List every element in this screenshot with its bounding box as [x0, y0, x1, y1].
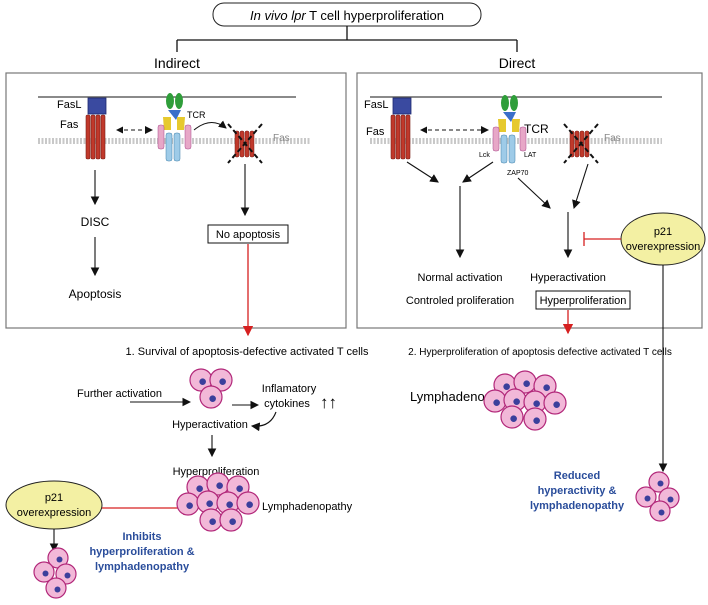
lck-label: Lck [479, 152, 490, 159]
fas-mutant-direct-icon [563, 123, 599, 164]
cell-nucleus [199, 378, 206, 385]
inflammatory-line1: Inflamatory [262, 383, 317, 395]
fas-label-direct: Fas [366, 126, 385, 138]
hyperproliferation-direct-box [535, 290, 631, 310]
cell-nucleus [667, 496, 674, 503]
hyperproliferation-indirect-label: Hyperproliferation [173, 466, 260, 478]
cell-nucleus [543, 384, 550, 391]
heading-indirect: Indirect [154, 55, 200, 71]
fas-mutant-indirect-icon [227, 123, 263, 164]
p21-direct-line1: p21 [654, 226, 672, 238]
lymphadenopathy-indirect-label: Lymphadenopathy [262, 501, 353, 513]
cell-nucleus [644, 495, 651, 502]
tcr-label-indirect: TCR [187, 110, 206, 120]
page-title: In vivo lpr T cell hyperproliferation [250, 8, 444, 23]
fas-label-indirect: Fas [60, 119, 79, 131]
apoptosis-label: Apoptosis [69, 287, 122, 301]
direct-panel [356, 72, 703, 329]
cell-nucleus [219, 378, 226, 385]
hyperactivation-indirect-label: Hyperactivation [172, 419, 248, 431]
cell-nucleus [236, 485, 243, 492]
fasl-label-indirect: FasL [57, 99, 81, 111]
reduced-line3: lymphadenopathy [530, 500, 625, 512]
fas-mutant-label-direct: Fas [604, 133, 621, 144]
fas-mutant-label-indirect: Fas [273, 133, 290, 144]
cell-cluster-reduced [635, 471, 680, 522]
tcr-label-direct: TCR [524, 122, 549, 136]
p21-direct-ellipse [620, 212, 706, 266]
cell-nucleus [206, 500, 213, 507]
zap70-label: ZAP70 [507, 170, 529, 177]
cell-cluster-survival [189, 368, 233, 409]
fas-indirect-icon [85, 114, 106, 160]
cell-nucleus [186, 502, 193, 509]
controlled-proliferation-label: Controled proliferation [406, 295, 514, 307]
cell-nucleus [216, 482, 223, 489]
cell-nucleus [56, 556, 63, 563]
cell-nucleus [523, 380, 530, 387]
fasl-indirect-icon [87, 97, 107, 115]
p21-indirect-line1: p21 [45, 492, 63, 504]
fasl-label-direct: FasL [364, 99, 388, 111]
cell-nucleus [246, 501, 253, 508]
lat-label: LAT [524, 152, 537, 159]
title-connector [176, 26, 518, 52]
normal-activation-label: Normal activation [418, 272, 503, 284]
fasl-direct-icon [392, 97, 412, 115]
disc-label: DISC [81, 215, 110, 229]
tcr-complex-direct-icon [492, 95, 527, 164]
no-apoptosis-label: No apoptosis [216, 229, 281, 241]
cell-nucleus [196, 485, 203, 492]
cell-nucleus [533, 417, 540, 424]
cell-nucleus [658, 509, 665, 516]
fas-direct-icon [390, 114, 411, 160]
cell-nucleus [510, 415, 517, 422]
cell-nucleus [54, 586, 61, 593]
arrow-cytokines-to-hyperactivation [250, 411, 277, 432]
tcr-to-fas-arc-indirect [193, 120, 227, 131]
cell-cluster-inhibited [33, 547, 77, 599]
cell-cluster-hyperproliferation-indirect [176, 472, 260, 532]
cell-nucleus [226, 501, 233, 508]
survival-label: 1. Survival of apoptosis-defective activ… [126, 346, 369, 358]
up-arrows-icon: ↑↑ [320, 393, 337, 412]
cell-nucleus [42, 570, 49, 577]
cell-nucleus [64, 572, 71, 579]
reduced-line2: hyperactivity & [538, 485, 617, 497]
inhibits-line1: Inhibits [122, 531, 161, 543]
p21-indirect-ellipse [5, 480, 103, 530]
tcr-complex-indirect-icon [157, 93, 192, 162]
inhibits-line3: lymphadenopathy [95, 561, 190, 573]
inflammatory-line2: cytokines [264, 398, 310, 410]
p21-inhibit-indirect [102, 501, 185, 515]
cell-nucleus [503, 383, 510, 390]
heading-direct: Direct [499, 55, 536, 71]
hyperproliferation-direct-label: Hyperproliferation [540, 295, 627, 307]
cell-nucleus [209, 395, 216, 402]
cell-nucleus [493, 399, 500, 406]
further-activation-label: Further activation [77, 388, 162, 400]
p21-indirect-line2: overexpression [17, 507, 92, 519]
p21-inhibit-direct [583, 232, 621, 246]
cell-nucleus [553, 401, 560, 408]
no-apoptosis-box [207, 224, 289, 244]
cell-nucleus [209, 518, 216, 525]
p21-direct-line2: overexpression [626, 241, 701, 253]
direct-arrows [406, 161, 589, 259]
cell-nucleus [657, 480, 664, 487]
hyperactivation-direct-label: Hyperactivation [530, 272, 606, 284]
hyperproliferation-defective-label: 2. Hyperproliferation of apoptosis defec… [408, 347, 672, 358]
cell-cluster-direct [483, 370, 567, 431]
cell-nucleus [533, 400, 540, 407]
inhibits-line2: hyperproliferation & [89, 546, 194, 558]
indirect-panel [5, 72, 347, 329]
cell-nucleus [229, 518, 236, 525]
cell-nucleus [513, 398, 520, 405]
reduced-line1: Reduced [554, 470, 600, 482]
